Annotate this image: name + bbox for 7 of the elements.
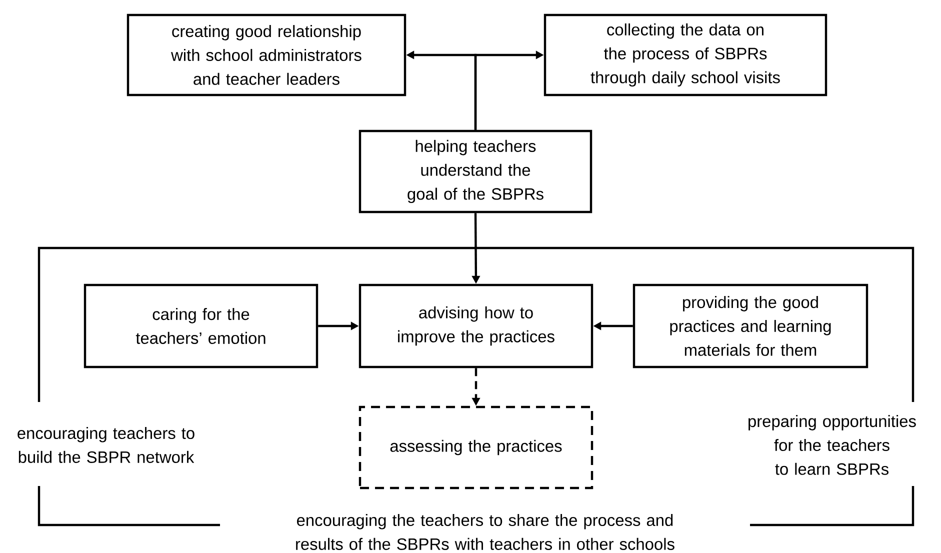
process-box: advising how to improve the practices [358,284,594,368]
process-box: creating good relationship with school administrators and teacher leaders [126,14,406,96]
process-box: caring for the teachers’ emotion [84,284,318,368]
process-box: helping teachers understand the goal of the SBPRs [358,130,592,214]
process-box: assessing the practices [358,406,594,490]
process-box: providing the good practices and learning materials for them [632,284,868,368]
process-box: collecting the data on the process of SBPRs through daily school visits [544,14,828,96]
